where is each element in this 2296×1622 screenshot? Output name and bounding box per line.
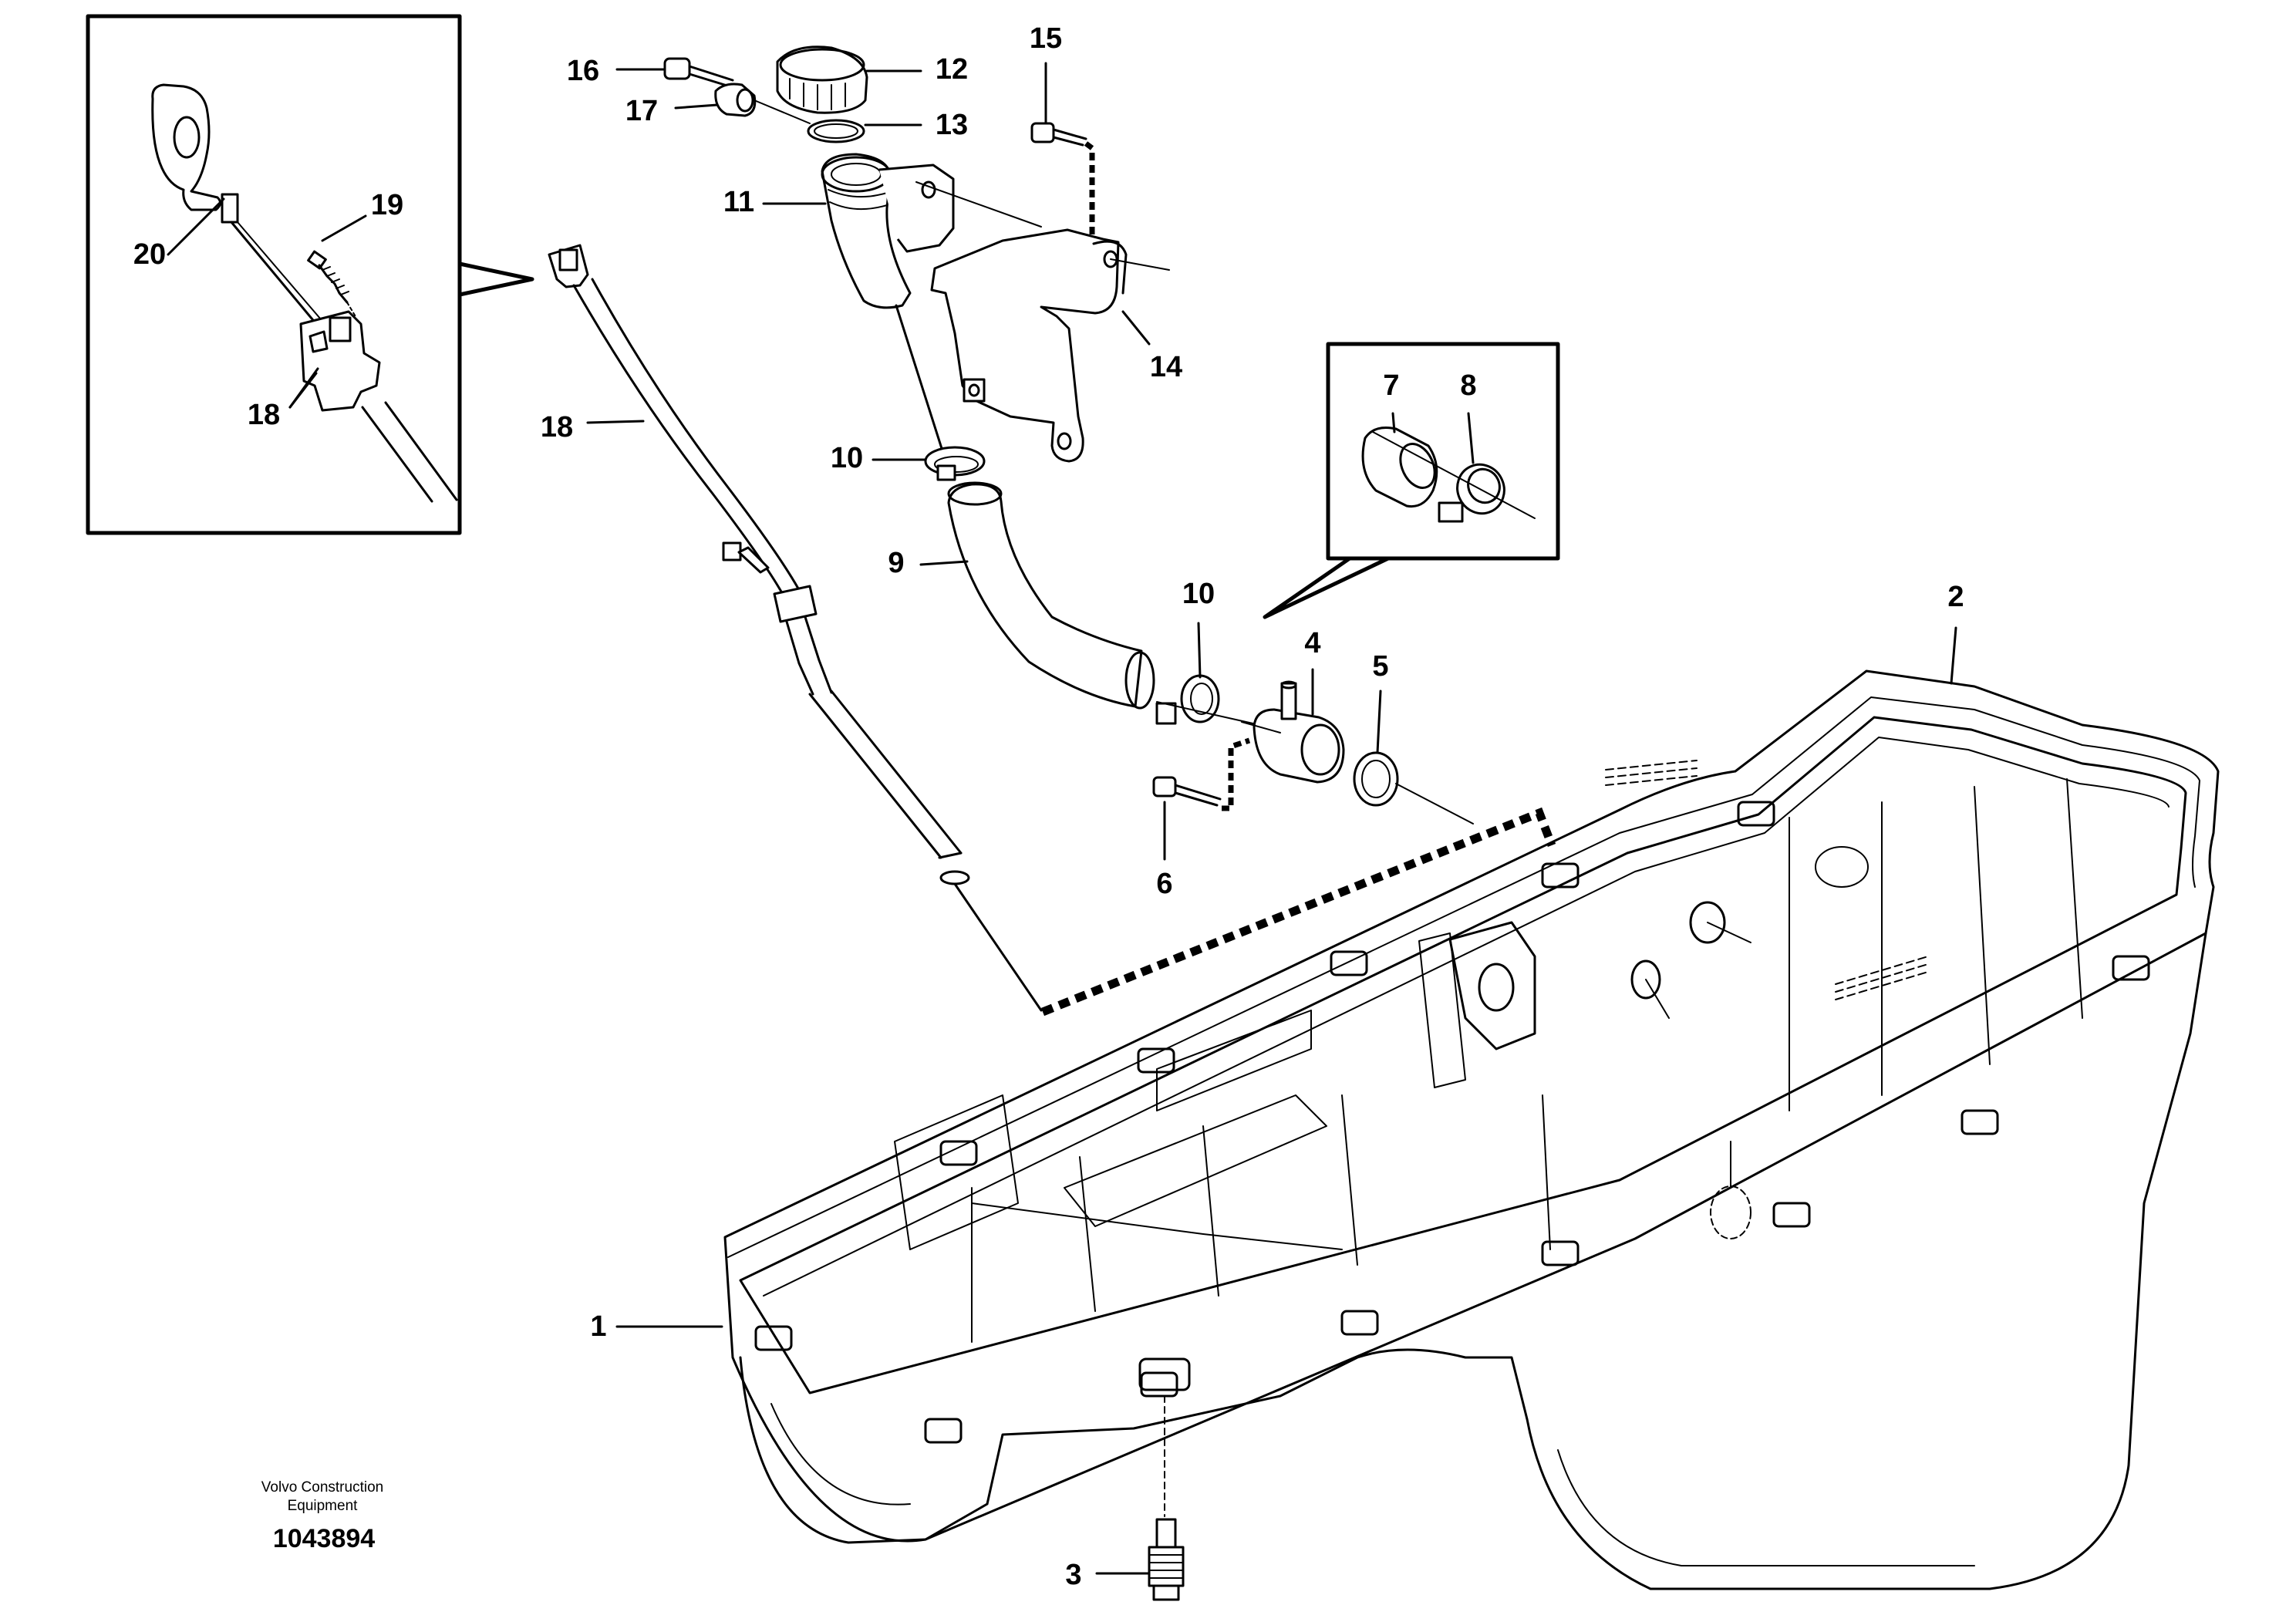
callout-17: 17 [625,95,658,127]
callout-14: 14 [1150,351,1182,383]
callout-19: 19 [371,189,403,221]
gasket-2-ends [1605,760,1929,1000]
screw-6 [1152,776,1222,807]
dipstick-clip-detail [299,310,458,503]
spacer-17 [714,83,757,117]
callout-18-detail: 18 [248,399,280,431]
callout-12: 12 [936,53,968,86]
callout-10-upper: 10 [831,442,863,474]
hose-clamp-8 [1438,463,1505,523]
brand-line-1: Volvo Construction [261,1479,383,1496]
hose-9 [947,481,1155,710]
callout-8: 8 [1460,369,1476,402]
screw-15 [1030,122,1087,147]
bracket-14 [930,228,1128,463]
callout-20: 20 [133,238,166,271]
oil-filler-cap-12 [776,46,868,114]
oil-pan-1 [723,669,2220,1590]
callout-5: 5 [1372,650,1388,683]
callout-6: 6 [1156,868,1172,900]
callout-9: 9 [888,547,904,579]
callout-4: 4 [1304,627,1320,659]
callout-2: 2 [1947,581,1964,613]
brand-line-2: Equipment [288,1498,359,1514]
hose-clamp-10-upper [924,446,986,481]
callout-15: 15 [1030,22,1062,55]
callout-11: 11 [723,186,754,218]
dipstick-handle-detail [151,83,322,325]
callout-7: 7 [1383,369,1399,402]
screw-19-detail [307,250,357,319]
o-ring-5 [1353,751,1399,807]
sleeve-7 [1361,427,1438,508]
tube-bolt [722,541,770,574]
brand-block: Volvo Construction Equipment 1043894 [261,1479,383,1553]
hose-clamp-10-lower [1155,674,1220,725]
detail-inset-sleeve: 7 8 [1263,342,1560,619]
callout-13: 13 [936,109,968,141]
o-ring-13 [807,119,865,143]
filler-neck-11 [821,153,955,309]
document-number: 1043894 [273,1524,375,1553]
screw-16 [663,57,734,88]
connector-4 [1253,680,1345,784]
drain-plug-3 [1148,1395,1185,1601]
callout-10-lower: 10 [1182,578,1215,610]
callout-3: 3 [1065,1559,1081,1591]
callout-1: 1 [590,1310,606,1343]
pan-flange-bosses [754,801,2150,1444]
detail-inset-dipstick: 20 19 18 [86,14,534,535]
callout-18: 18 [541,411,573,443]
callout-16: 16 [567,55,599,87]
dipstick-tube-18: 18 [541,244,1043,1012]
